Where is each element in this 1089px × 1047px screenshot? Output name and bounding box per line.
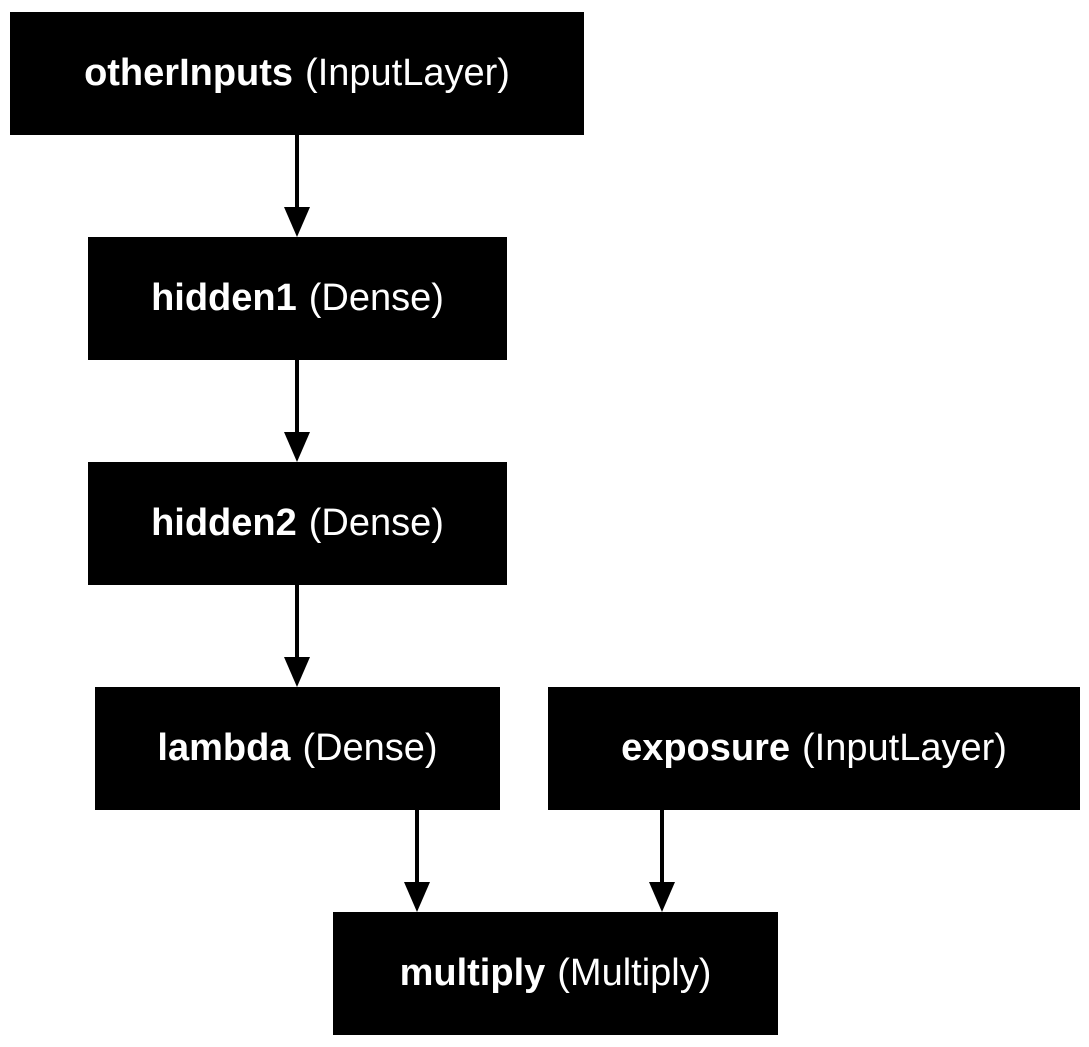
edge-exposure-multiply [649,810,675,912]
node-name: multiply [399,952,546,994]
node-multiply: multiply (Multiply) [333,912,778,1035]
node-name: hidden1 [151,277,297,319]
node-hidden1: hidden1 (Dense) [88,237,507,360]
node-lambda: lambda (Dense) [95,687,500,810]
node-type: (Dense) [302,727,438,769]
node-hidden2: hidden2 (Dense) [88,462,507,585]
edge-hidden2-lambda [284,585,310,687]
edge-hidden1-hidden2 [284,360,310,462]
node-type: (Dense) [308,277,444,319]
node-type: (Multiply) [557,952,712,994]
node-exposure: exposure (InputLayer) [548,687,1080,810]
node-name: lambda [157,727,291,769]
node-type: (InputLayer) [802,727,1007,769]
node-otherInputs: otherInputs (InputLayer) [10,12,584,135]
node-name: exposure [621,727,791,769]
node-type: (Dense) [308,502,444,544]
node-name: otherInputs [84,52,294,94]
edge-lambda-multiply [404,810,430,912]
edge-otherInputs-hidden1 [284,135,310,237]
node-name: hidden2 [151,502,297,544]
node-type: (InputLayer) [305,52,510,94]
